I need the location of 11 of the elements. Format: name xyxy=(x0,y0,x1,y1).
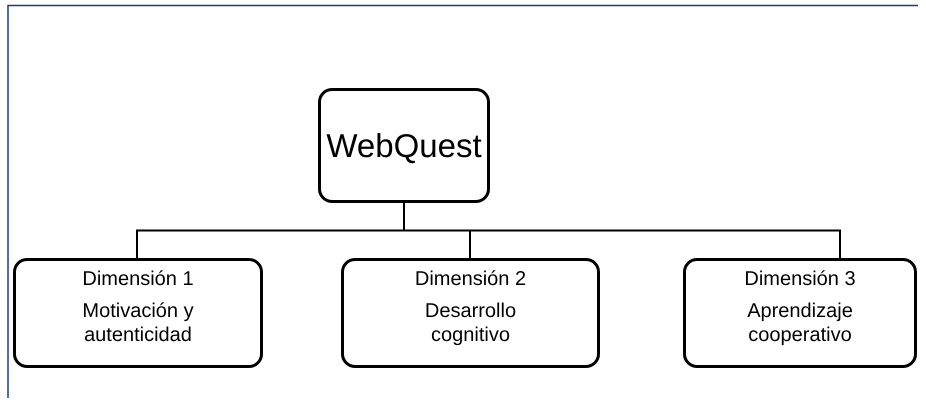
root-box xyxy=(318,88,490,203)
dimension-text: Desarrollo cognitivo xyxy=(424,299,518,347)
dimension-box xyxy=(13,258,263,368)
dimension-text: Motivación y autenticidad xyxy=(81,299,195,347)
dimension-heading: Dimensión 3 xyxy=(744,267,856,291)
dimension-heading: Dimensión 1 xyxy=(82,267,194,291)
dimension-box xyxy=(341,258,600,368)
dimension-text: Aprendizaje cooperativo xyxy=(746,299,854,347)
dimension-heading: Dimensión 2 xyxy=(414,267,526,291)
title-text: WebQuest xyxy=(326,126,482,164)
dimension-box xyxy=(683,258,917,368)
